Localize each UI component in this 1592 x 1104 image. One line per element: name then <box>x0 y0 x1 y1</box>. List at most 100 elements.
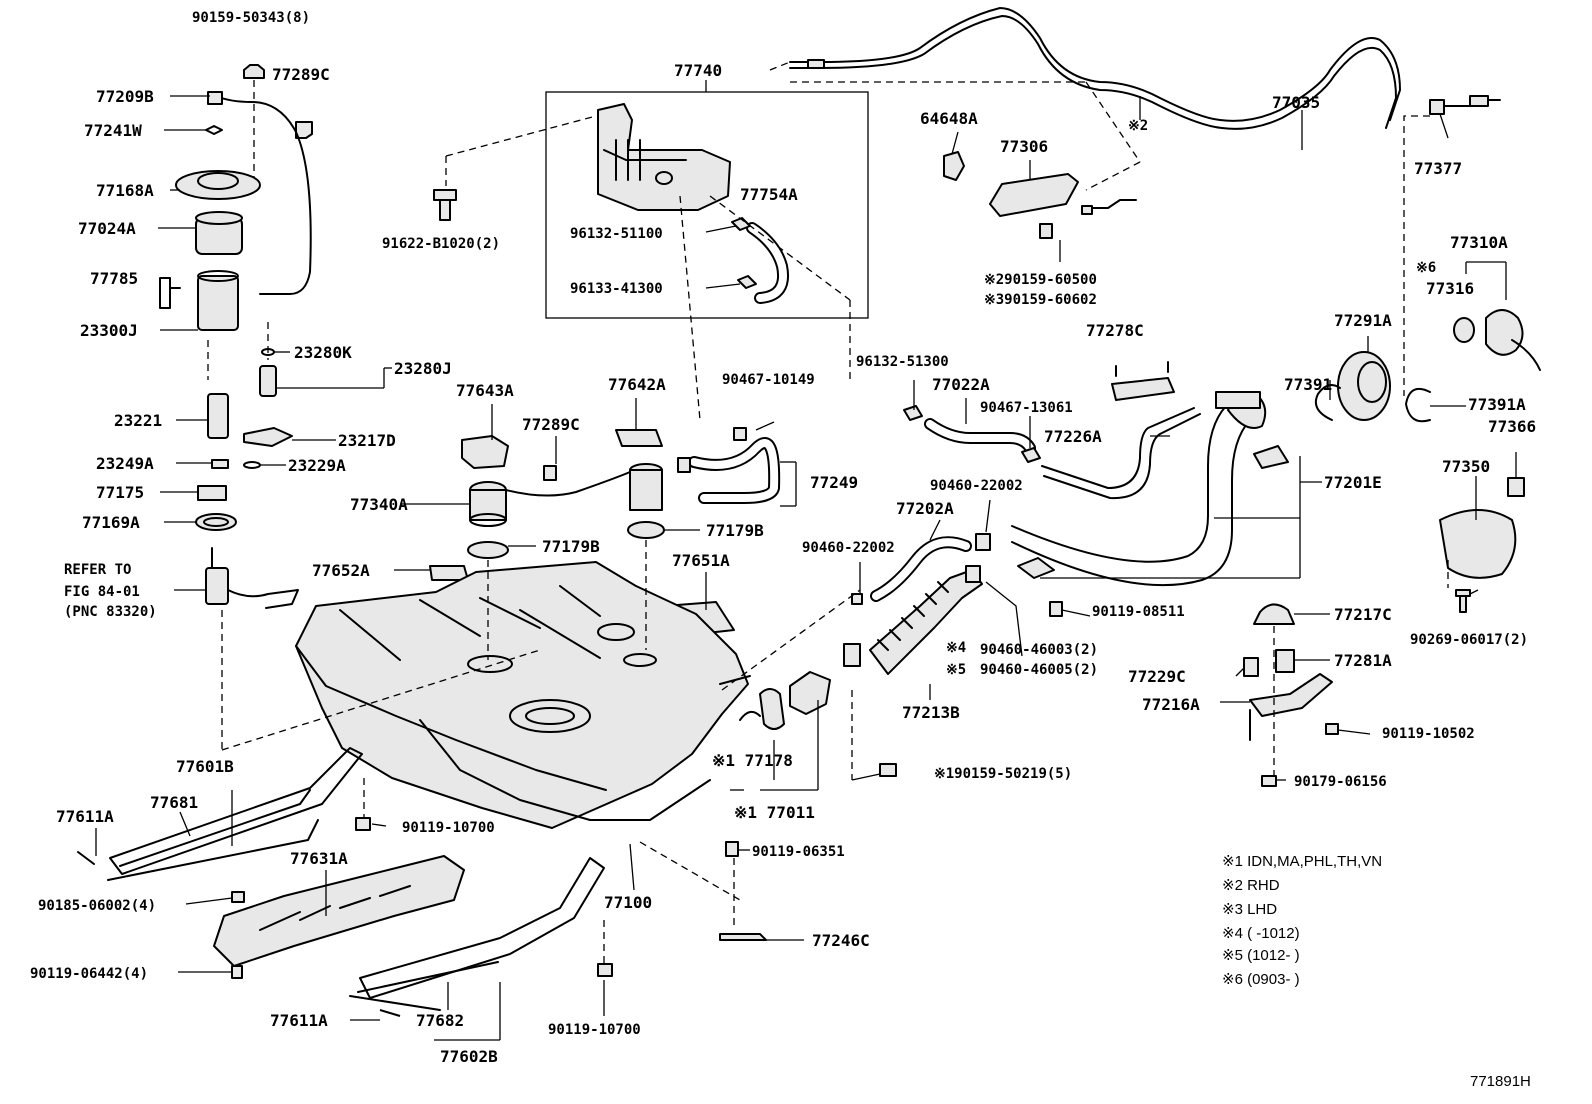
part-label: 90460-22002 <box>802 540 895 556</box>
fuel-inlet-parts <box>1011 261 1541 613</box>
part-label: 77350 <box>1442 457 1490 476</box>
part-label: 77785 <box>90 269 138 288</box>
note-line: ※5 (1012- ) <box>1222 947 1300 964</box>
part-label: 77391 <box>1284 375 1332 394</box>
fuel-pump-assembly <box>159 64 313 750</box>
canister-group <box>433 80 869 421</box>
part-label: ※2 <box>1128 118 1148 134</box>
part-label: 77217C <box>1334 605 1392 624</box>
part-label: 23300J <box>80 321 138 340</box>
part-label: 77652A <box>312 561 370 580</box>
note-line: ※3 LHD <box>1222 901 1277 918</box>
part-label: 23249A <box>96 454 154 473</box>
right-brackets <box>1243 603 1339 787</box>
part-label: 91622-B1020(2) <box>382 236 500 252</box>
tank-flanges <box>759 671 897 791</box>
part-label: 77168A <box>96 181 154 200</box>
part-label: 77226A <box>1044 427 1102 446</box>
part-label: 77024A <box>78 219 136 238</box>
part-label: 77241W <box>84 121 142 140</box>
part-label: 90119-10700 <box>548 1022 641 1038</box>
part-label: 77377 <box>1414 159 1462 178</box>
note-line: ※4 ( -1012) <box>1222 925 1300 942</box>
part-label: ※1 77011 <box>734 803 815 822</box>
fuel-lid-lock <box>943 151 1137 239</box>
part-label: 90159-50343(8) <box>192 10 310 26</box>
part-label: 90460-46005(2) <box>980 662 1098 678</box>
part-label: 77602B <box>440 1047 498 1066</box>
part-label: 77642A <box>608 375 666 394</box>
part-label: ※4 <box>946 640 966 656</box>
part-label: 77740 <box>674 61 722 80</box>
part-label: 77289C <box>272 65 330 84</box>
part-label: 77306 <box>1000 137 1048 156</box>
part-label: 77169A <box>82 513 140 532</box>
part-label: 64648A <box>920 109 978 128</box>
part-label: 90269-06017(2) <box>1410 632 1528 648</box>
part-label: 77246C <box>812 931 870 950</box>
fuel-tank <box>221 540 861 901</box>
part-label: 96132-51100 <box>570 226 663 242</box>
part-label: 77291A <box>1334 311 1392 330</box>
part-label: 77310A <box>1450 233 1508 252</box>
part-label: 77754A <box>740 185 798 204</box>
part-label: 90179-06156 <box>1294 774 1387 790</box>
part-label: ※1 77178 <box>712 751 793 770</box>
part-label: ※290159-60500 <box>984 272 1097 288</box>
part-label: 77249 <box>810 473 858 492</box>
part-label: 77631A <box>290 849 348 868</box>
tank-straps <box>77 747 767 1017</box>
part-label: 23280J <box>394 359 452 378</box>
part-label: 96133-41300 <box>570 281 663 297</box>
part-label: 77281A <box>1334 651 1392 670</box>
part-label: 77611A <box>270 1011 328 1030</box>
part-label: 77681 <box>150 793 198 812</box>
leader-lines <box>95 95 1517 1041</box>
part-label: 77289C <box>522 415 580 434</box>
part-label: 77213B <box>902 703 960 722</box>
figure-id: 771891H <box>1470 1073 1531 1090</box>
part-label: ※5 <box>946 662 966 678</box>
part-label: 23229A <box>288 456 346 475</box>
note-line: ※6 (0903- ) <box>1222 971 1300 988</box>
part-label: ※6 <box>1416 260 1436 276</box>
part-label: 77643A <box>456 381 514 400</box>
part-label: 77651A <box>672 551 730 570</box>
part-label: 77179B <box>706 521 764 540</box>
part-label: 77611A <box>56 807 114 826</box>
part-label: 77100 <box>604 893 652 912</box>
part-label: 90119-10502 <box>1382 726 1475 742</box>
note-line: ※1 IDN,MA,PHL,TH,VN <box>1222 853 1382 870</box>
part-label: 23221 <box>114 411 162 430</box>
refer-note: FIG 84-01 <box>64 584 140 600</box>
part-label: 90467-10149 <box>722 372 815 388</box>
notes-legend: ※1 IDN,MA,PHL,TH,VN ※2 RHD ※3 LHD ※4 ( -… <box>1222 853 1382 988</box>
part-label: 23217D <box>338 431 396 450</box>
part-label: 23280K <box>294 343 352 362</box>
fuel-lid-cable <box>769 7 1501 396</box>
part-label: 77278C <box>1086 321 1144 340</box>
part-label: 90460-22002 <box>930 478 1023 494</box>
part-label: 77216A <box>1142 695 1200 714</box>
part-label: 77601B <box>176 757 234 776</box>
part-label: ※190159-50219(5) <box>934 766 1072 782</box>
part-label: 90467-13061 <box>980 400 1073 416</box>
part-label: 77022A <box>932 375 990 394</box>
part-label: 77175 <box>96 483 144 502</box>
hoses-middle <box>677 405 1063 675</box>
part-label: 77229C <box>1128 667 1186 686</box>
part-label: 90119-10700 <box>402 820 495 836</box>
part-label: ※390159-60602 <box>984 292 1097 308</box>
part-label: 77391A <box>1468 395 1526 414</box>
part-label: 90119-08511 <box>1092 604 1185 620</box>
part-label: 90119-06442(4) <box>30 966 148 982</box>
part-label: 90185-06002(4) <box>38 898 156 914</box>
part-label: 77202A <box>896 499 954 518</box>
note-line: ※2 RHD <box>1222 877 1280 894</box>
refer-note: (PNC 83320) <box>64 604 157 620</box>
part-labels: 90159-50343(8) 77289C 77209B 77241W 7716… <box>30 10 1536 1066</box>
part-label: 77179B <box>542 537 600 556</box>
refer-note: REFER TO <box>64 562 131 578</box>
